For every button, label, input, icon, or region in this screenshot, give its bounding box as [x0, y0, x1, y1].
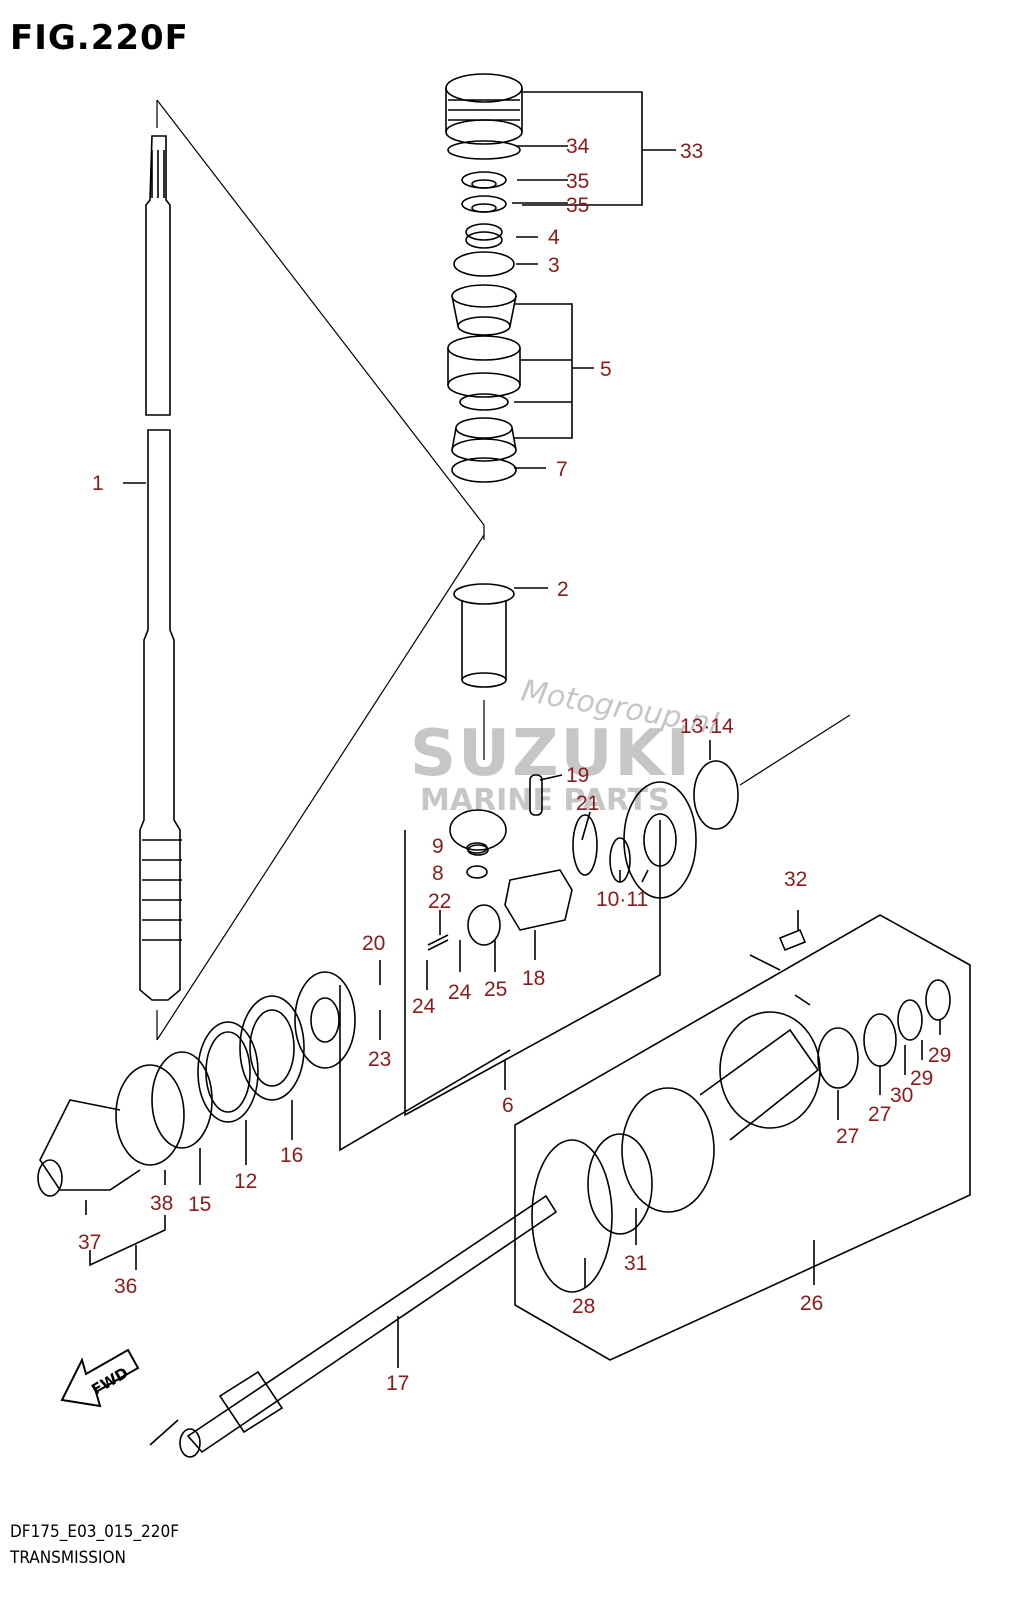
callout-12: 12 — [234, 1170, 257, 1193]
callout-28: 28 — [572, 1295, 595, 1318]
callout-2: 2 — [557, 578, 569, 601]
callout-33: 33 — [680, 140, 703, 163]
callout-15: 15 — [188, 1193, 211, 1216]
callout-31: 31 — [624, 1252, 647, 1275]
callout-22: 22 — [428, 890, 451, 913]
fwd-arrow: FWD — [60, 1348, 140, 1408]
callout-32: 32 — [784, 868, 807, 891]
watermark-brand: SUZUKI — [410, 717, 692, 791]
footer-code: DF175_E03_015_220F — [10, 1522, 179, 1542]
callout-35a: 35 — [566, 170, 589, 193]
upper-bearing-stack — [445, 73, 523, 483]
callout-13-14: 13·14 — [680, 715, 734, 738]
callout-7: 7 — [556, 458, 568, 481]
callout-36: 36 — [114, 1275, 137, 1298]
callout-27b: 27 — [868, 1103, 891, 1126]
callout-18: 18 — [522, 967, 545, 990]
callout-17: 17 — [386, 1372, 409, 1395]
callout-27a: 27 — [836, 1125, 859, 1148]
callout-9: 9 — [432, 835, 444, 858]
callout-6: 6 — [502, 1094, 514, 1117]
callout-37: 37 — [78, 1231, 101, 1254]
callout-4: 4 — [548, 226, 560, 249]
callout-labels: 1 2 3 4 5 6 7 8 9 10·11 12 13·14 15 16 1… — [78, 135, 951, 1395]
callout-3: 3 — [548, 254, 560, 277]
figure-title: FIG.220F — [10, 18, 189, 58]
callout-23: 23 — [368, 1048, 391, 1071]
sleeve — [453, 583, 515, 688]
drive-shaft — [139, 135, 182, 1001]
bracket-lines — [123, 91, 711, 1152]
watermark-subtitle: MARINE PARTS — [420, 783, 670, 818]
callout-25: 25 — [484, 978, 507, 1001]
forward-gear-group — [37, 971, 356, 1270]
callout-29a: 29 — [928, 1044, 951, 1067]
gear-assembly — [427, 760, 739, 951]
callout-16: 16 — [280, 1144, 303, 1167]
callout-26: 26 — [800, 1292, 823, 1315]
callout-10-11: 10·11 — [596, 888, 648, 911]
callout-29b: 29 — [910, 1067, 933, 1090]
watermark: Motogroup.nl SUZUKI MARINE PARTS — [410, 673, 721, 818]
shaft-housing-group — [514, 910, 971, 1361]
callout-35b: 35 — [566, 194, 589, 217]
callout-24a: 24 — [448, 981, 472, 1004]
callout-5: 5 — [600, 358, 612, 381]
callout-34: 34 — [566, 135, 590, 158]
callout-38: 38 — [150, 1192, 173, 1215]
callout-19: 19 — [566, 764, 589, 787]
callout-20: 20 — [362, 932, 385, 955]
callout-24b: 24 — [412, 995, 436, 1018]
callout-8: 8 — [432, 862, 444, 885]
callout-1: 1 — [92, 472, 104, 495]
callout-21: 21 — [576, 792, 599, 815]
footer-section: TRANSMISSION — [10, 1548, 126, 1568]
callout-30: 30 — [890, 1084, 913, 1107]
propeller-shaft — [149, 1194, 558, 1458]
